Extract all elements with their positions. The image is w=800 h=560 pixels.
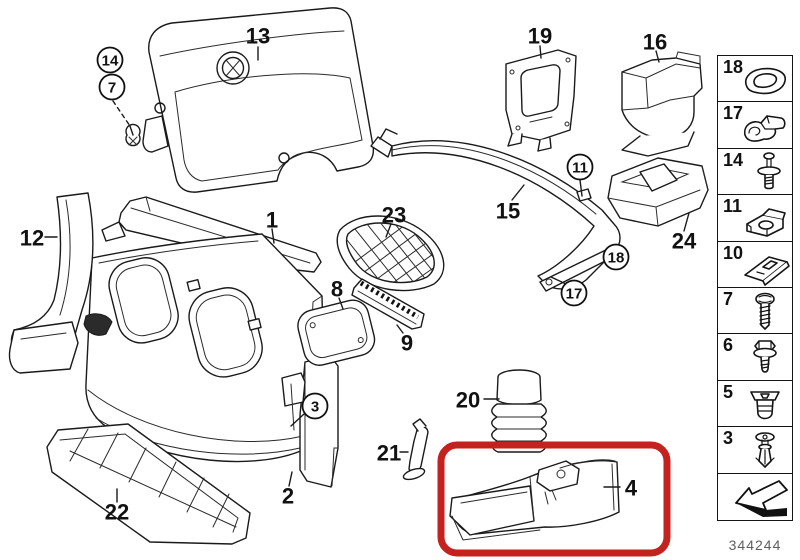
svg-text:3: 3 [311, 399, 319, 416]
screw-icon [755, 292, 775, 330]
part-9-seal-strip-drawing [351, 278, 425, 330]
part-label-16: 16 [643, 30, 667, 55]
svg-text:17: 17 [566, 286, 583, 303]
legend-item-7: 7 [717, 287, 793, 336]
svg-text:18: 18 [608, 250, 625, 267]
direction-arrow-icon [735, 479, 788, 517]
part-label-19: 19 [528, 24, 552, 49]
part-label-12: 12 [20, 226, 44, 251]
front-air-shroud-drawing [85, 233, 324, 463]
legend-number: 3 [723, 428, 734, 449]
part-label-11: 11 [566, 153, 594, 181]
part-label-22: 22 [105, 500, 129, 525]
legend-item-arrow [717, 472, 793, 521]
svg-text:9: 9 [401, 331, 413, 356]
part-label-13: 13 [246, 24, 270, 49]
legend-number: 11 [723, 196, 743, 217]
part-label-14: 14 [96, 46, 124, 74]
legend-number: 5 [723, 381, 734, 402]
legend-number: 17 [723, 103, 744, 124]
leader-lines [44, 45, 690, 503]
svg-text:12: 12 [20, 226, 44, 251]
svg-text:2: 2 [282, 484, 294, 509]
part-16-air-duct-drawing [621, 51, 703, 157]
svg-text:7: 7 [108, 80, 116, 97]
part-label-2: 2 [282, 484, 294, 509]
svg-text:22: 22 [105, 500, 129, 525]
highlight-box [437, 441, 671, 557]
legend-number: 18 [723, 57, 744, 77]
legend-item-10: 10 [717, 240, 793, 289]
legend-item-14: 14 [717, 147, 793, 196]
legend-item-5: 5 [717, 379, 793, 428]
fasteners-legend: 18 17 14 11 [717, 55, 793, 521]
part-24-air-collector-drawing [607, 157, 709, 227]
expansion-nut-icon [750, 391, 780, 420]
part-label-4: 4 [625, 476, 638, 501]
part-12-air-duct-drawing [8, 192, 113, 374]
svg-text:14: 14 [102, 53, 119, 70]
svg-text:21: 21 [377, 441, 401, 466]
part-19-bracket-plate-drawing [505, 49, 577, 152]
part-23-grille-drawing [336, 215, 445, 292]
part-label-8: 8 [331, 277, 343, 302]
svg-text:19: 19 [528, 24, 552, 49]
legend-item-6: 6 [717, 333, 793, 382]
rivet-pin-icon [757, 152, 781, 190]
legend-number: 14 [723, 149, 744, 170]
svg-text:4: 4 [625, 476, 638, 501]
grommet-icon [745, 67, 786, 95]
spring-clip-icon [743, 115, 786, 143]
part-21-bracket-drawing [402, 418, 429, 481]
part-4-air-duct-drawing [449, 459, 620, 541]
svg-text:13: 13 [246, 24, 270, 49]
speed-nut-icon [744, 255, 790, 286]
svg-text:15: 15 [496, 199, 520, 224]
svg-text:8: 8 [331, 277, 343, 302]
legend-item-17: 17 [717, 101, 793, 150]
part-label-15: 15 [496, 199, 520, 224]
svg-text:1: 1 [266, 208, 278, 233]
part-label-24: 24 [672, 229, 697, 254]
part-label-21: 21 [377, 441, 401, 466]
part-label-18: 18 [602, 243, 630, 271]
legend-item-11: 11 [717, 194, 793, 243]
part-label-20: 20 [456, 388, 480, 413]
part-2-side-panel-drawing [281, 355, 339, 488]
part-label-17: 17 [560, 279, 588, 307]
legend-number: 10 [723, 242, 744, 263]
part-13-engine-cover-drawing [125, 7, 375, 193]
legend-number: 7 [723, 289, 734, 310]
washer-screw-icon [753, 340, 777, 374]
part-label-3: 3 [301, 392, 329, 420]
clamp-icon [746, 208, 786, 238]
svg-text:23: 23 [382, 203, 406, 228]
part-label-9: 9 [401, 331, 413, 356]
part-label-23: 23 [382, 203, 406, 228]
part-20-corrugated-hose-drawing [491, 369, 547, 453]
part-8-cover-drawing [297, 299, 376, 366]
diagram-code: 344244 [728, 537, 782, 553]
svg-text:11: 11 [572, 160, 588, 177]
svg-text:24: 24 [672, 229, 697, 254]
part-label-7: 7 [98, 73, 126, 101]
legend-item-3: 3 [717, 426, 793, 475]
svg-text:20: 20 [456, 388, 480, 413]
svg-text:16: 16 [643, 30, 667, 55]
part-label-1: 1 [266, 208, 278, 233]
expanding-rivet-icon [755, 432, 775, 469]
part-22-under-tray-drawing [46, 423, 251, 545]
legend-item-18: 18 [717, 55, 793, 103]
legend-number: 6 [723, 335, 734, 356]
